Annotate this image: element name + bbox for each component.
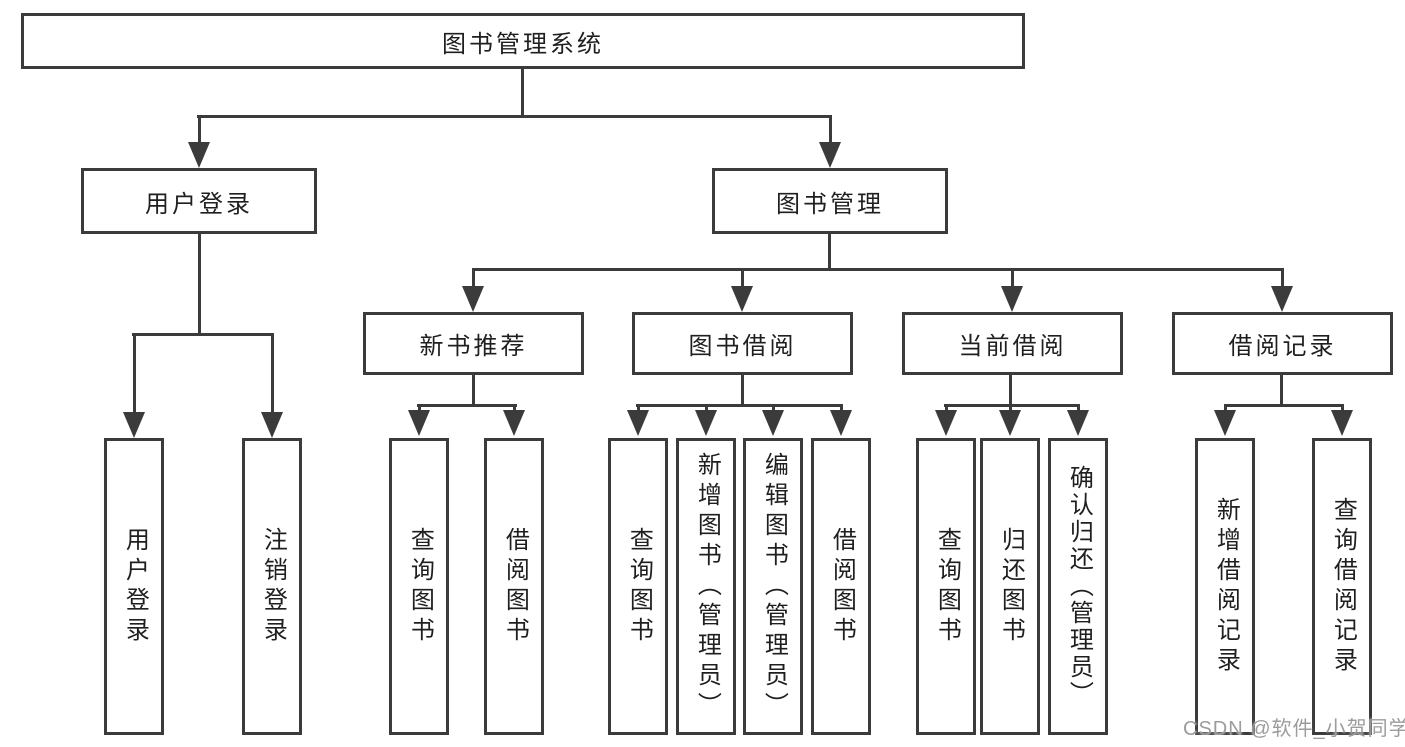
leaf-confirm-return-admin: 确认归还（管理员） xyxy=(1048,438,1108,735)
node-label: 图书管理 xyxy=(776,190,884,218)
arrow-down-icon xyxy=(123,412,145,438)
connector-line-h xyxy=(197,115,832,118)
leaf-label: 新增图书（管理员） xyxy=(693,451,721,722)
node-new-book-recommend: 新书推荐 xyxy=(363,312,584,375)
connector-line-v xyxy=(637,404,640,412)
leaf-label: 借阅图书 xyxy=(828,526,856,647)
connector-line-v xyxy=(772,404,775,412)
arrow-down-icon xyxy=(408,410,430,436)
connector-line-v xyxy=(1280,375,1283,406)
node-label: 图书借阅 xyxy=(688,333,797,360)
leaf-user-login: 用户登录 xyxy=(104,438,164,735)
arrow-down-icon xyxy=(503,410,525,436)
leaf-label: 新增借阅记录 xyxy=(1212,496,1240,677)
leaf-borrow-book: 借阅图书 xyxy=(811,438,871,735)
leaf-edit-book-admin: 编辑图书（管理员） xyxy=(743,438,803,735)
leaf-add-book-admin: 新增图书（管理员） xyxy=(676,438,736,735)
node-current-borrow: 当前借阅 xyxy=(902,312,1123,375)
csdn-watermark: CSDN @软件_小贺同学 xyxy=(1183,718,1405,740)
leaf-add-borrow-record: 新增借阅记录 xyxy=(1195,438,1255,735)
node-label: 新书推荐 xyxy=(419,333,528,360)
node-user-login: 用户登录 xyxy=(81,168,317,234)
connector-line-v xyxy=(828,234,831,270)
arrow-down-icon xyxy=(1001,286,1023,312)
leaf-label: 查询图书 xyxy=(406,526,434,647)
connector-line-v xyxy=(829,115,832,145)
arrow-down-icon xyxy=(762,410,784,436)
connector-line-v xyxy=(198,115,201,145)
connector-line-v xyxy=(472,268,475,288)
leaf-borrow-book: 借阅图书 xyxy=(484,438,544,735)
leaf-label: 用户登录 xyxy=(121,526,149,647)
leaf-label: 查询借阅记录 xyxy=(1329,496,1357,677)
node-book-management: 图书管理 xyxy=(712,168,948,234)
connector-line-v xyxy=(1009,404,1012,412)
arrow-down-icon xyxy=(819,142,841,168)
connector-line-v xyxy=(418,404,421,412)
connector-line-v xyxy=(271,333,274,412)
connector-line-v xyxy=(198,234,201,335)
connector-line-v xyxy=(1077,404,1080,412)
arrow-down-icon xyxy=(188,142,210,168)
leaf-return-book: 归还图书 xyxy=(980,438,1040,735)
arrow-down-icon xyxy=(731,286,753,312)
connector-line-v xyxy=(133,333,136,412)
leaf-label: 查询图书 xyxy=(933,526,961,647)
arrow-down-icon xyxy=(695,410,717,436)
arrow-down-icon xyxy=(830,410,852,436)
node-root-system: 图书管理系统 xyxy=(21,13,1025,69)
leaf-label: 确认归还（管理员） xyxy=(1065,465,1093,708)
connector-line-v xyxy=(521,69,524,115)
leaf-label: 归还图书 xyxy=(997,526,1025,647)
leaf-label: 查询图书 xyxy=(625,526,653,647)
connector-line-v xyxy=(472,375,475,406)
connector-line-h xyxy=(472,268,1284,271)
node-borrow-records: 借阅记录 xyxy=(1172,312,1393,375)
node-book-borrow: 图书借阅 xyxy=(632,312,853,375)
connector-line-h xyxy=(132,333,274,336)
arrow-down-icon xyxy=(627,410,649,436)
connector-line-v xyxy=(1341,404,1344,412)
arrow-down-icon xyxy=(1214,410,1236,436)
arrow-down-icon xyxy=(935,410,957,436)
connector-line-v xyxy=(1009,375,1012,406)
leaf-query-book: 查询图书 xyxy=(916,438,976,735)
connector-line-v xyxy=(705,404,708,412)
connector-line-h xyxy=(636,404,843,407)
arrow-down-icon xyxy=(261,412,283,438)
connector-line-v xyxy=(1011,268,1014,288)
leaf-query-book: 查询图书 xyxy=(389,438,449,735)
node-label: 借阅记录 xyxy=(1228,333,1337,360)
connector-line-h xyxy=(944,404,1080,407)
connector-line-v xyxy=(1224,404,1227,412)
connector-line-h xyxy=(417,404,517,407)
connector-line-v xyxy=(741,268,744,288)
leaf-query-borrow-record: 查询借阅记录 xyxy=(1312,438,1372,735)
arrow-down-icon xyxy=(1331,410,1353,436)
arrow-down-icon xyxy=(1271,286,1293,312)
connector-line-v xyxy=(513,404,516,412)
leaf-label: 编辑图书（管理员） xyxy=(760,451,788,722)
connector-line-v xyxy=(1281,268,1284,288)
connector-line-v xyxy=(945,404,948,412)
leaf-label: 借阅图书 xyxy=(501,526,529,647)
node-label: 当前借阅 xyxy=(958,333,1067,360)
leaf-logout: 注销登录 xyxy=(242,438,302,735)
arrow-down-icon xyxy=(999,410,1021,436)
connector-line-v xyxy=(840,404,843,412)
arrow-down-icon xyxy=(462,286,484,312)
connector-line-v xyxy=(741,375,744,406)
leaf-query-book: 查询图书 xyxy=(608,438,668,735)
arrow-down-icon xyxy=(1067,410,1089,436)
connector-line-h xyxy=(1224,404,1344,407)
leaf-label: 注销登录 xyxy=(259,526,287,647)
node-label: 用户登录 xyxy=(145,190,253,218)
node-label: 图书管理系统 xyxy=(442,30,604,58)
